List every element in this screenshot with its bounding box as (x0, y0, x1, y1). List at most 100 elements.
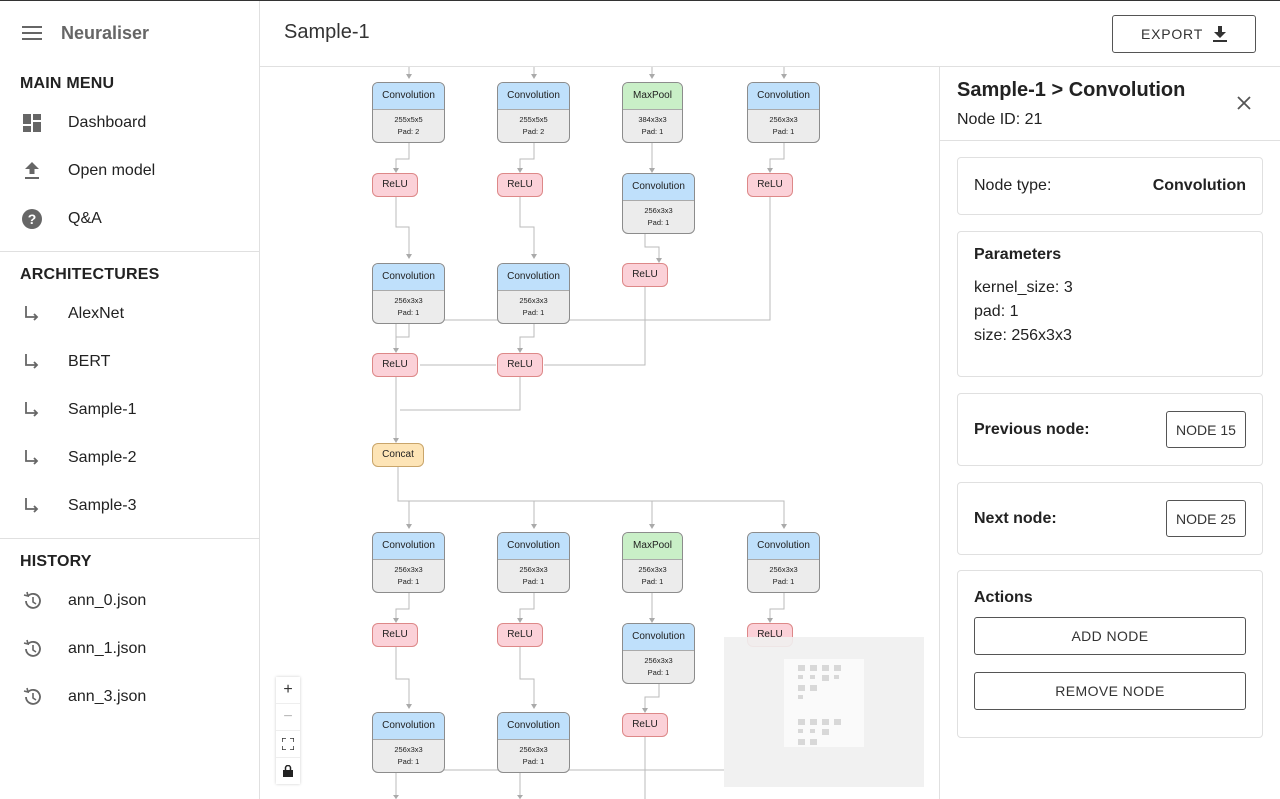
node-size: 255x5x5 (519, 115, 548, 124)
previous-node-label: Previous node: (974, 420, 1090, 438)
zoom-in-button[interactable]: + (276, 677, 300, 704)
close-icon[interactable] (1236, 95, 1252, 111)
node-pad: Pad: 1 (647, 668, 670, 677)
sidebar-item-label: Q&A (68, 210, 102, 227)
sidebar-item-label: AlexNet (68, 305, 125, 322)
graph-node-relu[interactable]: ReLU (497, 623, 543, 647)
subdirectory-arrow-icon (22, 400, 42, 420)
main-menu-title: MAIN MENU (20, 75, 115, 92)
sidebar-item-bert[interactable]: BERT (0, 338, 259, 386)
dashboard-icon (22, 113, 42, 133)
node-size: 256x3x3 (519, 296, 548, 305)
sidebar-item-sample-2[interactable]: Sample-2 (0, 434, 259, 482)
sidebar-item-open-model[interactable]: Open model (0, 147, 259, 195)
subdirectory-arrow-icon (22, 496, 42, 516)
sidebar-item-sample-1[interactable]: Sample-1 (0, 386, 259, 434)
node-pad: Pad: 1 (647, 218, 670, 227)
node-pad: Pad: 1 (772, 127, 795, 136)
node-type-card: Node type: Convolution (957, 157, 1263, 215)
node-size: 256x3x3 (519, 565, 548, 574)
lock-button[interactable] (276, 758, 300, 784)
sidebar: Neuraliser MAIN MENU Dashboard Open mode… (0, 1, 260, 799)
parameters-title: Parameters (974, 246, 1062, 263)
lock-icon (283, 765, 293, 777)
previous-node-button[interactable]: NODE 15 (1166, 411, 1246, 448)
add-node-button[interactable]: ADD NODE (974, 617, 1246, 655)
graph-node-relu[interactable]: ReLU (497, 173, 543, 197)
export-button[interactable]: EXPORT (1112, 15, 1256, 53)
next-node-label: Next node: (974, 509, 1057, 527)
upload-icon (22, 161, 42, 181)
fit-view-button[interactable] (276, 731, 300, 758)
history-item-label: ann_3.json (68, 688, 147, 705)
graph-node-relu[interactable]: ReLU (622, 263, 668, 287)
sidebar-item-alexnet[interactable]: AlexNet (0, 290, 259, 338)
next-node-button[interactable]: NODE 25 (1166, 500, 1246, 537)
previous-node-card: Previous node: NODE 15 (957, 393, 1263, 466)
history-icon (22, 591, 42, 611)
graph-node-relu[interactable]: ReLU (372, 173, 418, 197)
sidebar-item-sample-3[interactable]: Sample-3 (0, 482, 259, 530)
graph-node-relu[interactable]: ReLU (622, 713, 668, 737)
node-pad: Pad: 1 (522, 757, 545, 766)
node-type-value: Convolution (1152, 177, 1246, 194)
node-pad: Pad: 1 (641, 577, 664, 586)
panel-title: Sample-1 > Convolution (957, 79, 1186, 101)
sidebar-item-label: BERT (68, 353, 111, 370)
sidebar-item-dashboard[interactable]: Dashboard (0, 99, 259, 147)
graph-node-relu[interactable]: ReLU (372, 353, 418, 377)
minimap-viewport (784, 659, 864, 747)
node-type: MaxPool (623, 533, 682, 560)
node-pad: Pad: 1 (641, 127, 664, 136)
next-node-card: Next node: NODE 25 (957, 482, 1263, 555)
zoom-out-button[interactable]: − (276, 704, 300, 731)
minimap[interactable] (724, 637, 924, 787)
sidebar-item-label: Open model (68, 162, 156, 179)
node-details-panel: Sample-1 > Convolution Node ID: 21 Node … (939, 67, 1280, 799)
node-type: Convolution (748, 83, 819, 110)
sidebar-item-label: Sample-3 (68, 497, 137, 514)
history-item-ann-1[interactable]: ann_1.json (0, 625, 259, 673)
brand-bar: Neuraliser (0, 1, 259, 65)
graph-node-relu[interactable]: ReLU (747, 173, 793, 197)
history-item-ann-3[interactable]: ann_3.json (0, 673, 259, 721)
node-type: MaxPool (623, 83, 682, 110)
node-type-label: Node type: (974, 177, 1052, 194)
panel-header: Sample-1 > Convolution Node ID: 21 (940, 67, 1280, 141)
page-title: Sample-1 (284, 21, 370, 43)
node-size: 256x3x3 (769, 565, 798, 574)
node-size: 384x3x3 (638, 115, 667, 124)
help-icon: ? (22, 209, 42, 229)
export-label: EXPORT (1140, 26, 1204, 42)
sidebar-item-qa[interactable]: ? Q&A (0, 195, 259, 243)
sidebar-divider (0, 251, 259, 252)
node-type: Convolution (498, 264, 569, 291)
history-item-ann-0[interactable]: ann_0.json (0, 577, 259, 625)
graph-node-relu[interactable]: ReLU (497, 353, 543, 377)
graph-node-concat[interactable]: Concat (372, 443, 424, 467)
parameter-item: pad: 1 (974, 303, 1019, 320)
sidebar-item-label: Sample-2 (68, 449, 137, 466)
download-icon (1213, 26, 1228, 42)
hamburger-menu-icon[interactable] (22, 26, 42, 40)
graph-node-relu[interactable]: ReLU (372, 623, 418, 647)
node-pad: Pad: 1 (397, 577, 420, 586)
graph-edges (393, 67, 787, 799)
subdirectory-arrow-icon (22, 448, 42, 468)
remove-node-button[interactable]: REMOVE NODE (974, 672, 1246, 710)
